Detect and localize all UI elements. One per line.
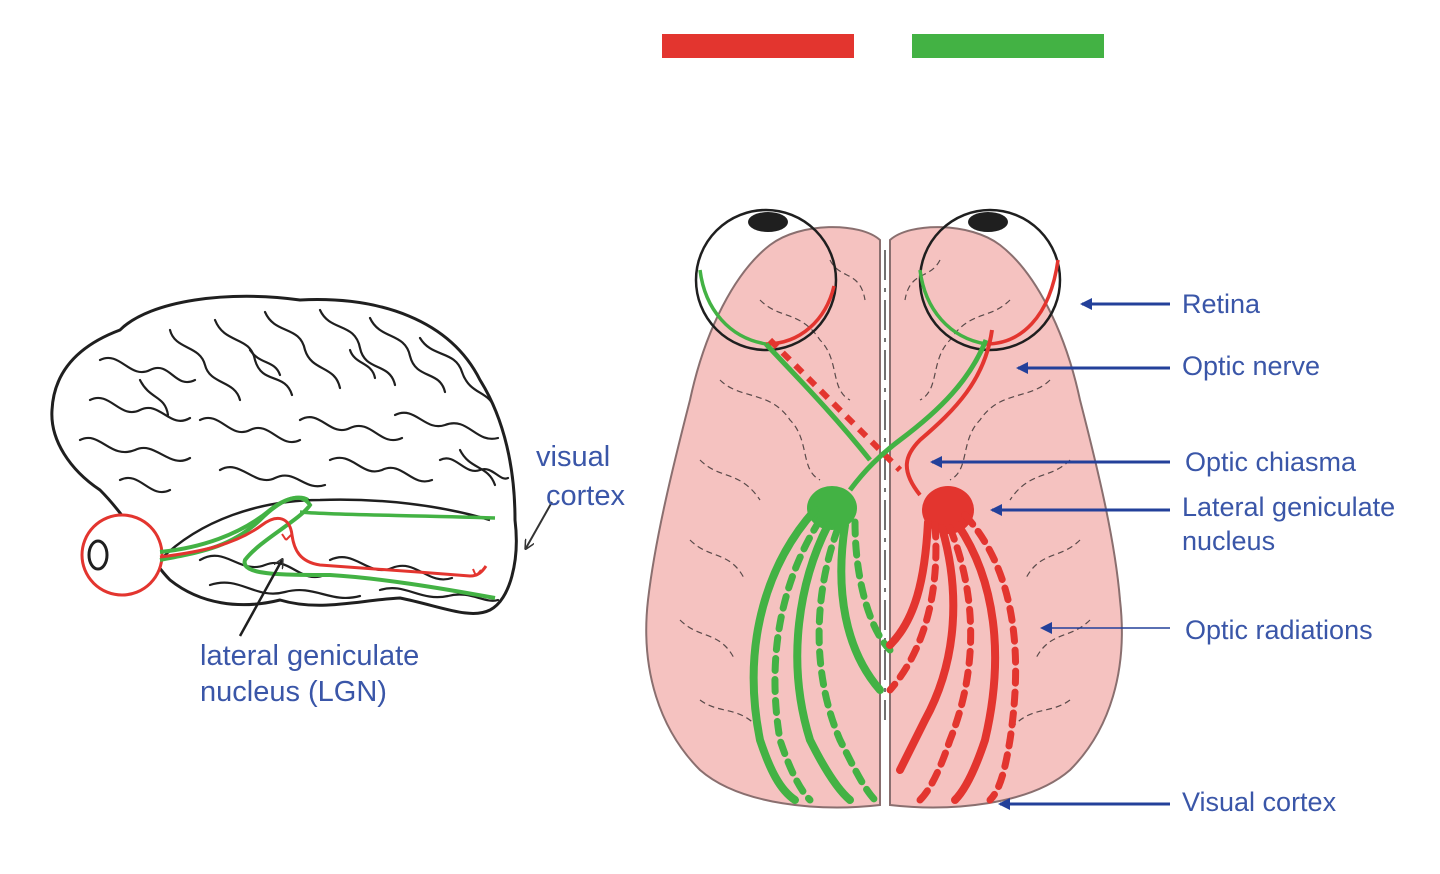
side-view-brain — [50, 294, 553, 637]
label-lgn-line1: Lateral geniculate — [1182, 492, 1396, 522]
label-visual-cortex: Visual cortex — [1182, 787, 1337, 817]
label-optic-radiations: Optic radiations — [1185, 615, 1373, 645]
side-visual-cortex-label-line2: cortex — [546, 480, 625, 512]
top-view-brain — [645, 208, 1123, 809]
label-lgn-line2: nucleus — [1182, 526, 1276, 556]
legend-green-bar — [912, 34, 1104, 58]
label-optic-nerve: Optic nerve — [1182, 351, 1321, 381]
label-optic-chiasma: Optic chiasma — [1185, 447, 1357, 477]
label-arrows — [930, 298, 1170, 810]
side-lgn-label-line2: nucleus (LGN) — [200, 676, 387, 708]
side-lgn-label-line1: lateral geniculate — [200, 640, 420, 672]
legend-red-bar — [662, 34, 854, 58]
side-visual-cortex-label-line1: visual — [536, 441, 611, 473]
label-retina: Retina — [1182, 289, 1261, 319]
